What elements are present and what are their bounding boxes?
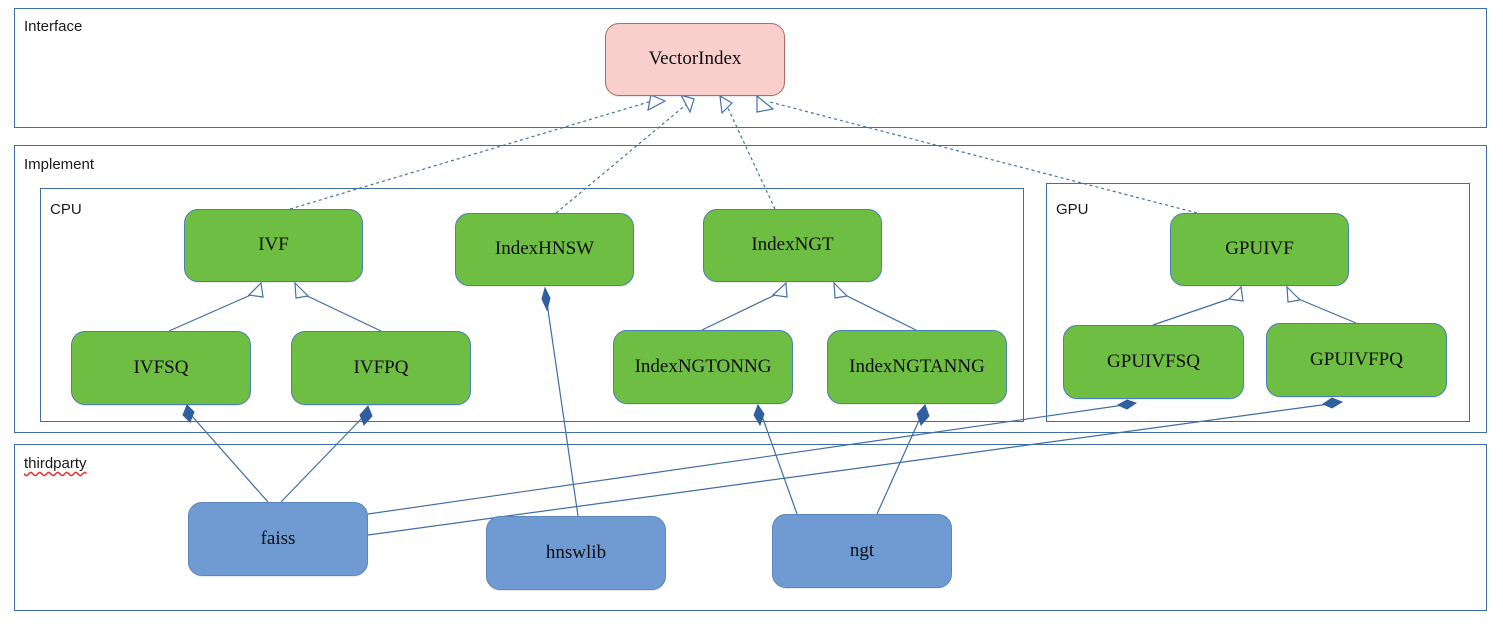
- package-label-implement: Implement: [24, 156, 95, 173]
- node-gpuivf[interactable]: GPUIVF: [1170, 213, 1349, 286]
- node-label: GPUIVFSQ: [1107, 350, 1200, 372]
- node-indexngtonng[interactable]: IndexNGTONNG: [613, 330, 793, 404]
- node-hnswlib[interactable]: hnswlib: [486, 516, 666, 590]
- node-label: IndexNGTANNG: [849, 355, 985, 377]
- package-label-thirdparty: thirdparty: [24, 455, 87, 472]
- node-label: faiss: [260, 527, 296, 549]
- node-indexngt[interactable]: IndexNGT: [703, 209, 882, 282]
- package-label-gpu: GPU: [1056, 201, 1089, 218]
- node-ngt[interactable]: ngt: [772, 514, 952, 588]
- node-label: IndexHNSW: [494, 238, 595, 260]
- node-label: hnswlib: [545, 541, 607, 563]
- node-gpuivfpq[interactable]: GPUIVFPQ: [1266, 323, 1447, 397]
- node-indexngtanng[interactable]: IndexNGTANNG: [827, 330, 1007, 404]
- node-faiss[interactable]: faiss: [188, 502, 368, 576]
- node-vectorindex[interactable]: VectorIndex: [605, 23, 785, 96]
- node-label: GPUIVF: [1225, 238, 1294, 260]
- node-label: IVF: [258, 234, 289, 256]
- package-label-interface: Interface: [24, 18, 83, 35]
- node-ivfsq[interactable]: IVFSQ: [71, 331, 251, 405]
- node-label: ngt: [849, 539, 875, 561]
- node-label: IVFSQ: [133, 356, 189, 378]
- node-label: IVFPQ: [353, 356, 409, 378]
- node-indexhnsw[interactable]: IndexHNSW: [455, 213, 634, 286]
- node-ivfpq[interactable]: IVFPQ: [291, 331, 471, 405]
- node-label: VectorIndex: [648, 48, 742, 70]
- node-label: IndexNGTONNG: [634, 355, 772, 377]
- node-label: GPUIVFPQ: [1310, 348, 1403, 370]
- package-label-cpu: CPU: [50, 201, 82, 218]
- node-ivf[interactable]: IVF: [184, 209, 363, 282]
- node-gpuivfsq[interactable]: GPUIVFSQ: [1063, 325, 1244, 399]
- node-label: IndexNGT: [751, 234, 834, 256]
